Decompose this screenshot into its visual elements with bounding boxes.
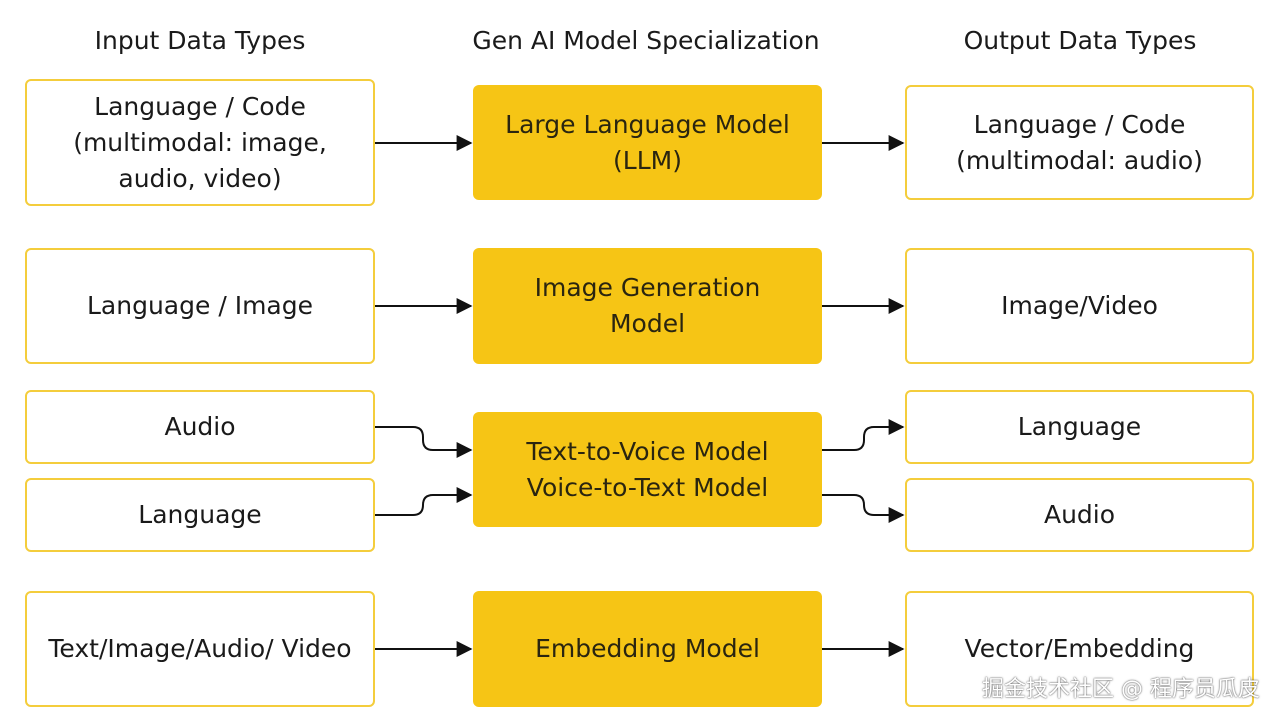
output-box-vector-embedding: Vector/Embedding (905, 591, 1254, 707)
output-column-header: Output Data Types (963, 25, 1197, 55)
model-box-embedding: Embedding Model (473, 591, 822, 707)
model-box-voice: Text-to-Voice Model Voice-to-Text Model (473, 412, 822, 527)
output-box-image-video: Image/Video (905, 248, 1254, 364)
input-box-language: Language (25, 478, 375, 552)
input-box-language-code: Language / Code (multimodal: image, audi… (25, 79, 375, 206)
arrow-audio-in (375, 426, 473, 458)
model-column-header: Gen AI Model Specialization (472, 25, 820, 55)
model-box-llm: Large Language Model (LLM) (473, 85, 822, 200)
input-box-audio: Audio (25, 390, 375, 464)
output-box-language-code: Language / Code (multimodal: audio) (905, 85, 1254, 200)
arrow-language-out (822, 419, 905, 451)
model-box-image-generation: Image Generation Model (473, 248, 822, 364)
watermark: 掘金技术社区 @ 程序员瓜皮 (982, 677, 1260, 702)
input-box-text-image-audio-video: Text/Image/Audio/ Video (25, 591, 375, 707)
output-box-audio: Audio (905, 478, 1254, 552)
input-box-language-image: Language / Image (25, 248, 375, 364)
arrow-audio-out (822, 494, 905, 523)
output-box-language: Language (905, 390, 1254, 464)
input-column-header: Input Data Types (94, 25, 306, 55)
arrow-language-in (375, 487, 473, 516)
